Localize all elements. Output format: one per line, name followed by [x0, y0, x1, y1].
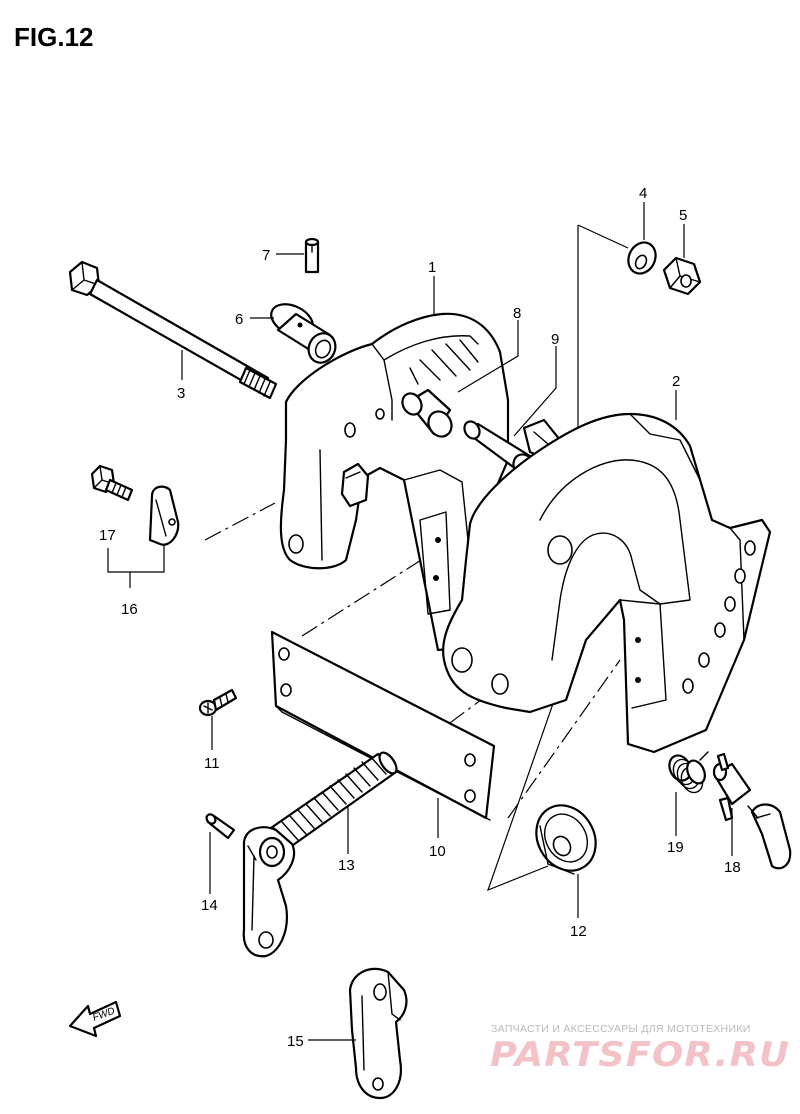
callout-7: 7: [262, 247, 270, 264]
part-4-washer: [627, 241, 657, 275]
part-12-pad: [535, 804, 597, 875]
part-14-roll-pin: [205, 813, 236, 840]
callout-19: 19: [667, 839, 684, 856]
part-3-long-bolt: [68, 260, 278, 400]
part-7-pin: [304, 237, 320, 274]
callout-6: 6: [235, 311, 243, 328]
callout-leaders: [107, 202, 733, 1041]
part-10-plate: [270, 630, 496, 821]
part-18-lock-pin: [712, 752, 792, 870]
callout-13: 13: [338, 857, 355, 874]
callout-15: 15: [287, 1033, 304, 1050]
part-15-swivel-pad: [348, 967, 408, 1100]
callout-18: 18: [724, 859, 741, 876]
part-2-clamp-bracket: [442, 412, 772, 754]
figure-title: FIG.12: [14, 22, 93, 52]
fwd-arrow-icon: FWD: [68, 1000, 122, 1038]
part-19-spring: [668, 751, 709, 794]
callout-5: 5: [679, 207, 687, 224]
watermark: ЗАПЧАСТИ И АКСЕССУАРЫ ДЛЯ МОТОТЕХНИКИ PA…: [490, 1023, 790, 1075]
part-8-spacer: [401, 388, 453, 438]
callout-3: 3: [177, 385, 185, 402]
callout-14: 14: [201, 897, 218, 914]
part-17-small-bolt: [90, 464, 134, 502]
callout-11: 11: [204, 755, 220, 772]
callout-12: 12: [570, 923, 587, 940]
part-5-nut: [662, 256, 702, 296]
callout-1: 1: [428, 259, 436, 276]
part-16-pad: [148, 485, 180, 546]
watermark-brand: PARTSFOR.RU: [490, 1035, 790, 1075]
watermark-tagline: ЗАПЧАСТИ И АКСЕССУАРЫ ДЛЯ МОТОТЕХНИКИ: [491, 1023, 751, 1035]
callout-8: 8: [513, 305, 521, 322]
part-6-bushing: [270, 303, 337, 364]
callout-9: 9: [551, 331, 559, 348]
callout-4: 4: [639, 185, 647, 202]
callout-10: 10: [429, 843, 446, 860]
callout-numbers: 1 2 3 4 5 6 7 8 9 10 11 12 13 14 15 16 1…: [99, 185, 741, 1050]
callout-17: 17: [99, 527, 116, 544]
part-13-clamp-screw: [242, 751, 398, 958]
callout-16: 16: [121, 601, 138, 618]
part-1-clamp-bracket: [279, 312, 510, 652]
callout-2: 2: [672, 373, 680, 390]
part-11-screw: [198, 688, 238, 717]
